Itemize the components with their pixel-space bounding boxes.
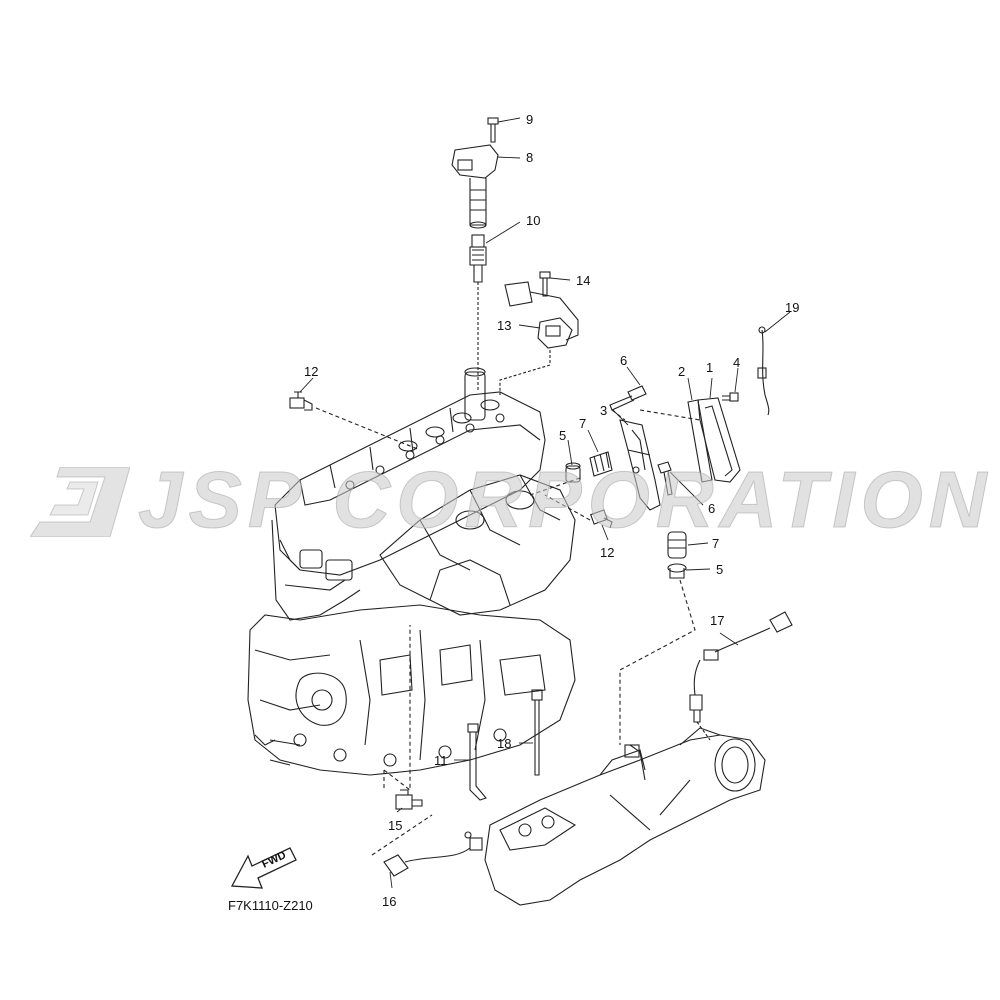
sensor-bolt [539,271,551,297]
callout-17: 17 [710,613,724,628]
cover-plate [697,397,741,483]
callout-2: 2 [678,364,685,379]
callout-5-upper: 5 [559,428,566,443]
ignition-coil [451,144,499,229]
bolt-6-lower [657,461,673,496]
gasket [687,399,713,483]
callout-12-lower: 12 [600,545,614,560]
callout-19: 19 [785,300,799,315]
clamp-11 [467,723,487,801]
damper-7-lower [667,531,687,559]
oil-pressure-switch [395,789,423,810]
callout-6-lower: 6 [708,501,715,516]
callout-6-upper: 6 [620,353,627,368]
callout-10: 10 [526,213,540,228]
o2-sensor [689,611,793,723]
callout-5-lower: 5 [716,562,723,577]
damper-7-upper [589,451,613,477]
bolt-4 [722,392,739,402]
callout-16: 16 [382,894,396,909]
callout-8: 8 [526,150,533,165]
callout-9: 9 [526,112,533,127]
coil-bolt [487,117,499,143]
cam-sensor [504,281,579,349]
callout-14: 14 [576,273,590,288]
spark-plug [469,234,487,283]
callout-3: 3 [600,403,607,418]
callout-15: 15 [388,818,402,833]
knock-sensor [383,831,483,877]
callout-13: 13 [497,318,511,333]
grommet-5-upper [565,462,581,483]
grommet-5-lower [667,563,687,579]
callout-7-upper: 7 [579,416,586,431]
exhaust-manifold [484,727,766,906]
callout-11: 11 [434,753,448,768]
callout-labels: 9 8 10 14 13 19 12 6 2 1 4 3 5 7 6 12 7 … [304,112,799,909]
reference-code: F7K1110-Z210 [228,898,313,913]
callout-4: 4 [733,355,740,370]
callout-12-upper: 12 [304,364,318,379]
bracket [619,419,661,511]
callout-7-lower: 7 [712,536,719,551]
cable-19 [757,326,770,416]
engine-block [247,367,576,776]
bolt-6-upper [609,385,647,411]
temp-sensor-lower [590,509,613,529]
fwd-arrow-icon: FWD [230,847,297,889]
callout-1: 1 [706,360,713,375]
callout-18: 18 [497,736,511,751]
cable-tie-18 [531,689,543,776]
temp-sensor-upper [289,391,313,411]
